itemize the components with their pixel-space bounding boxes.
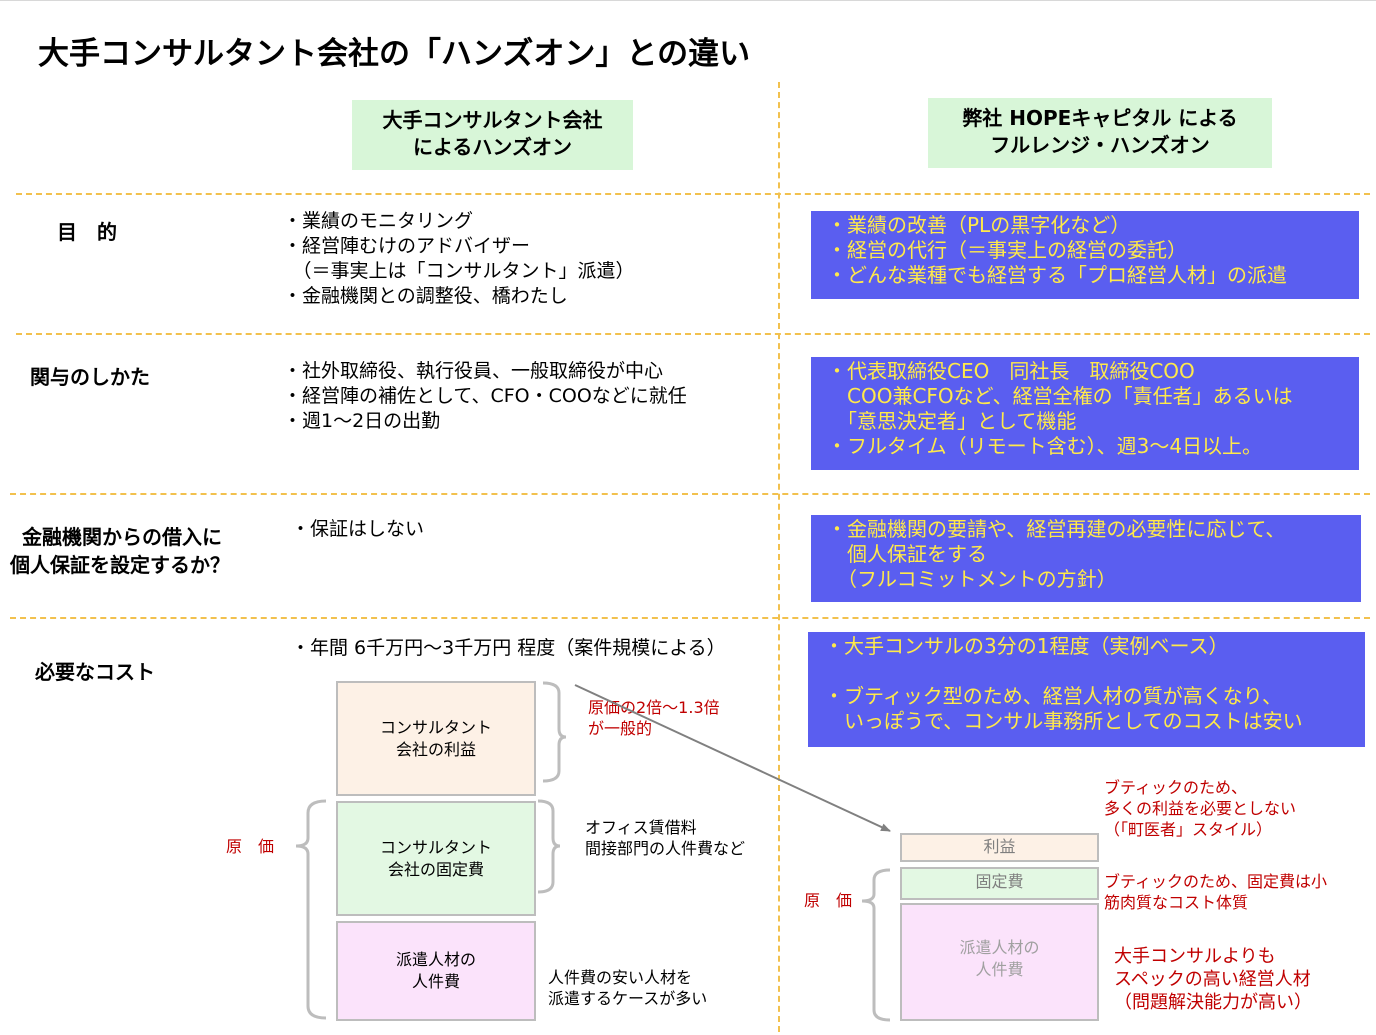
left-fixed-note: オフィス賃借料 間接部門の人件費など (585, 818, 746, 858)
right-fixed-note: ブティックのため、固定費は小 筋肉質なコスト体質 (1104, 872, 1328, 912)
cost-right-box: ・大手コンサルの3分の1程度（実例ベース） ・ブティック型のため、経営人材の質が… (808, 632, 1365, 747)
right-cost-label: 原 価 (804, 891, 853, 910)
left-labor-note: 人件費の安い人材を 派遣するケースが多い (548, 968, 708, 1008)
left-profit-box: コンサルタント 会社の利益 (336, 681, 536, 796)
right-labor-note: 大手コンサルよりも スペックの高い経営人材 （問題解決能力が高い） (1114, 946, 1312, 1013)
row-divider-3 (10, 493, 1370, 495)
row-label-guarantee-line1: 金融機関からの借入に (22, 525, 222, 549)
row-label-cost: 必要なコスト (35, 660, 155, 684)
left-labor-cost-box: 派遣人材の 人件費 (336, 921, 536, 1021)
right-profit-box: 利益 (900, 833, 1099, 862)
purpose-right-box: ・業績の改善（PLの黒字化など） ・経営の代行（＝事実上の経営の委託） ・どんな… (811, 211, 1359, 299)
comparison-arrow (574, 684, 891, 832)
row-label-involvement: 関与のしかた (30, 365, 150, 389)
purpose-left-text: ・業績のモニタリング ・経営陣むけのアドバイザー （＝事実上は「コンサルタント」… (283, 210, 635, 307)
page-title: 大手コンサルタント会社の「ハンズオン」との違い (38, 36, 751, 72)
column-divider (778, 82, 780, 1032)
right-profit-note: ブティックのため、 多くの利益を必要としない （「町医者」スタイル） (1104, 778, 1297, 839)
right-fixed-cost-box: 固定費 (900, 867, 1099, 900)
row-label-purpose: 目 的 (57, 220, 117, 244)
right-cost-brace (861, 868, 891, 1022)
left-fixed-brace (537, 799, 561, 894)
top-border (0, 0, 1376, 1)
left-profit-brace (542, 681, 567, 783)
left-fixed-cost-box: コンサルタント 会社の固定費 (336, 801, 536, 916)
guarantee-left-text: ・保証はしない (291, 518, 425, 540)
row-divider-1 (16, 193, 1370, 195)
left-cost-label: 原 価 (226, 837, 275, 856)
cost-left-text: ・年間 6千万円～3千万円 程度（案件規模による） (291, 637, 726, 659)
header-left: 大手コンサルタント会社 によるハンズオン (352, 100, 633, 170)
row-divider-4 (10, 617, 1370, 619)
involvement-right-box: ・代表取締役CEO 同社長 取締役COO COO兼CFOなど、経営全権の「責任者… (811, 357, 1359, 470)
row-divider-2 (16, 333, 1370, 335)
left-cost-brace (295, 799, 327, 1020)
left-profit-note: 原価の2倍～1.3倍 が一般的 (588, 698, 720, 738)
row-label-guarantee-line2: 個人保証を設定するか？ (10, 553, 230, 577)
guarantee-right-box: ・金融機関の要請や、経営再建の必要性に応じて、 個人保証をする （フルコミットメ… (811, 515, 1361, 602)
header-right: 弊社 HOPEキャピタル による フルレンジ・ハンズオン (928, 98, 1272, 168)
involvement-left-text: ・社外取締役、執行役員、一般取締役が中心 ・経営陣の補佐として、CFO・COOな… (283, 360, 687, 432)
right-labor-cost-box: 派遣人材の 人件費 (900, 903, 1099, 1021)
